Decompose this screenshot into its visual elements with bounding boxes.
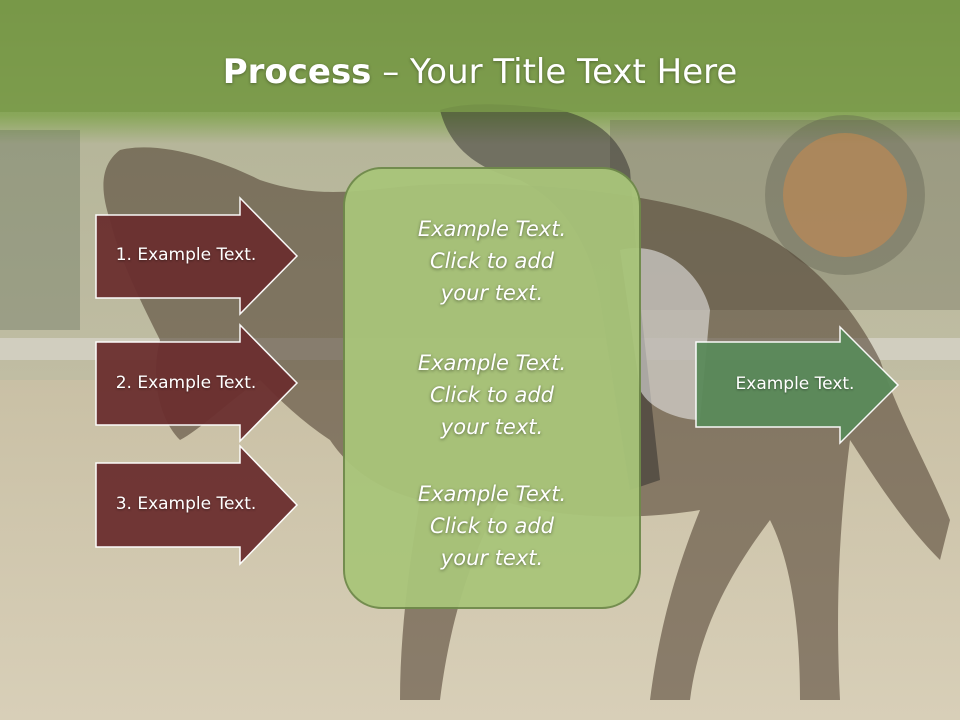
- center-block-3-line3: your text.: [440, 546, 544, 570]
- center-block-3-line1: Example Text.: [417, 482, 567, 506]
- center-box-shape[interactable]: [343, 167, 641, 609]
- center-block-2: Example Text. Click to add your text.: [344, 347, 640, 443]
- title-rest: – Your Title Text Here: [371, 52, 738, 92]
- right-arrow-label: Example Text.: [735, 374, 855, 394]
- center-block-3: Example Text. Click to add your text.: [344, 478, 640, 574]
- center-block-2-line1: Example Text.: [417, 351, 567, 375]
- center-block-1-line3: your text.: [440, 281, 544, 305]
- left-arrow-3-label: 3. Example Text.: [115, 494, 257, 514]
- center-block-1: Example Text. Click to add your text.: [344, 213, 640, 309]
- center-block-1-line1: Example Text.: [417, 217, 567, 241]
- title-bold: Process: [222, 52, 372, 92]
- center-block-2-line2: Click to add: [429, 383, 554, 407]
- left-arrow-3[interactable]: [95, 444, 299, 566]
- left-arrow-2[interactable]: [95, 323, 299, 443]
- left-arrow-1-label: 1. Example Text.: [115, 245, 257, 265]
- left-arrow-2-label: 2. Example Text.: [115, 373, 257, 393]
- left-arrow-1[interactable]: [95, 196, 299, 316]
- center-block-2-line3: your text.: [440, 415, 544, 439]
- right-arrow[interactable]: [695, 325, 900, 445]
- center-block-3-line2: Click to add: [429, 514, 554, 538]
- center-block-1-line2: Click to add: [429, 249, 554, 273]
- slide-title: Process – Your Title Text Here: [0, 52, 960, 92]
